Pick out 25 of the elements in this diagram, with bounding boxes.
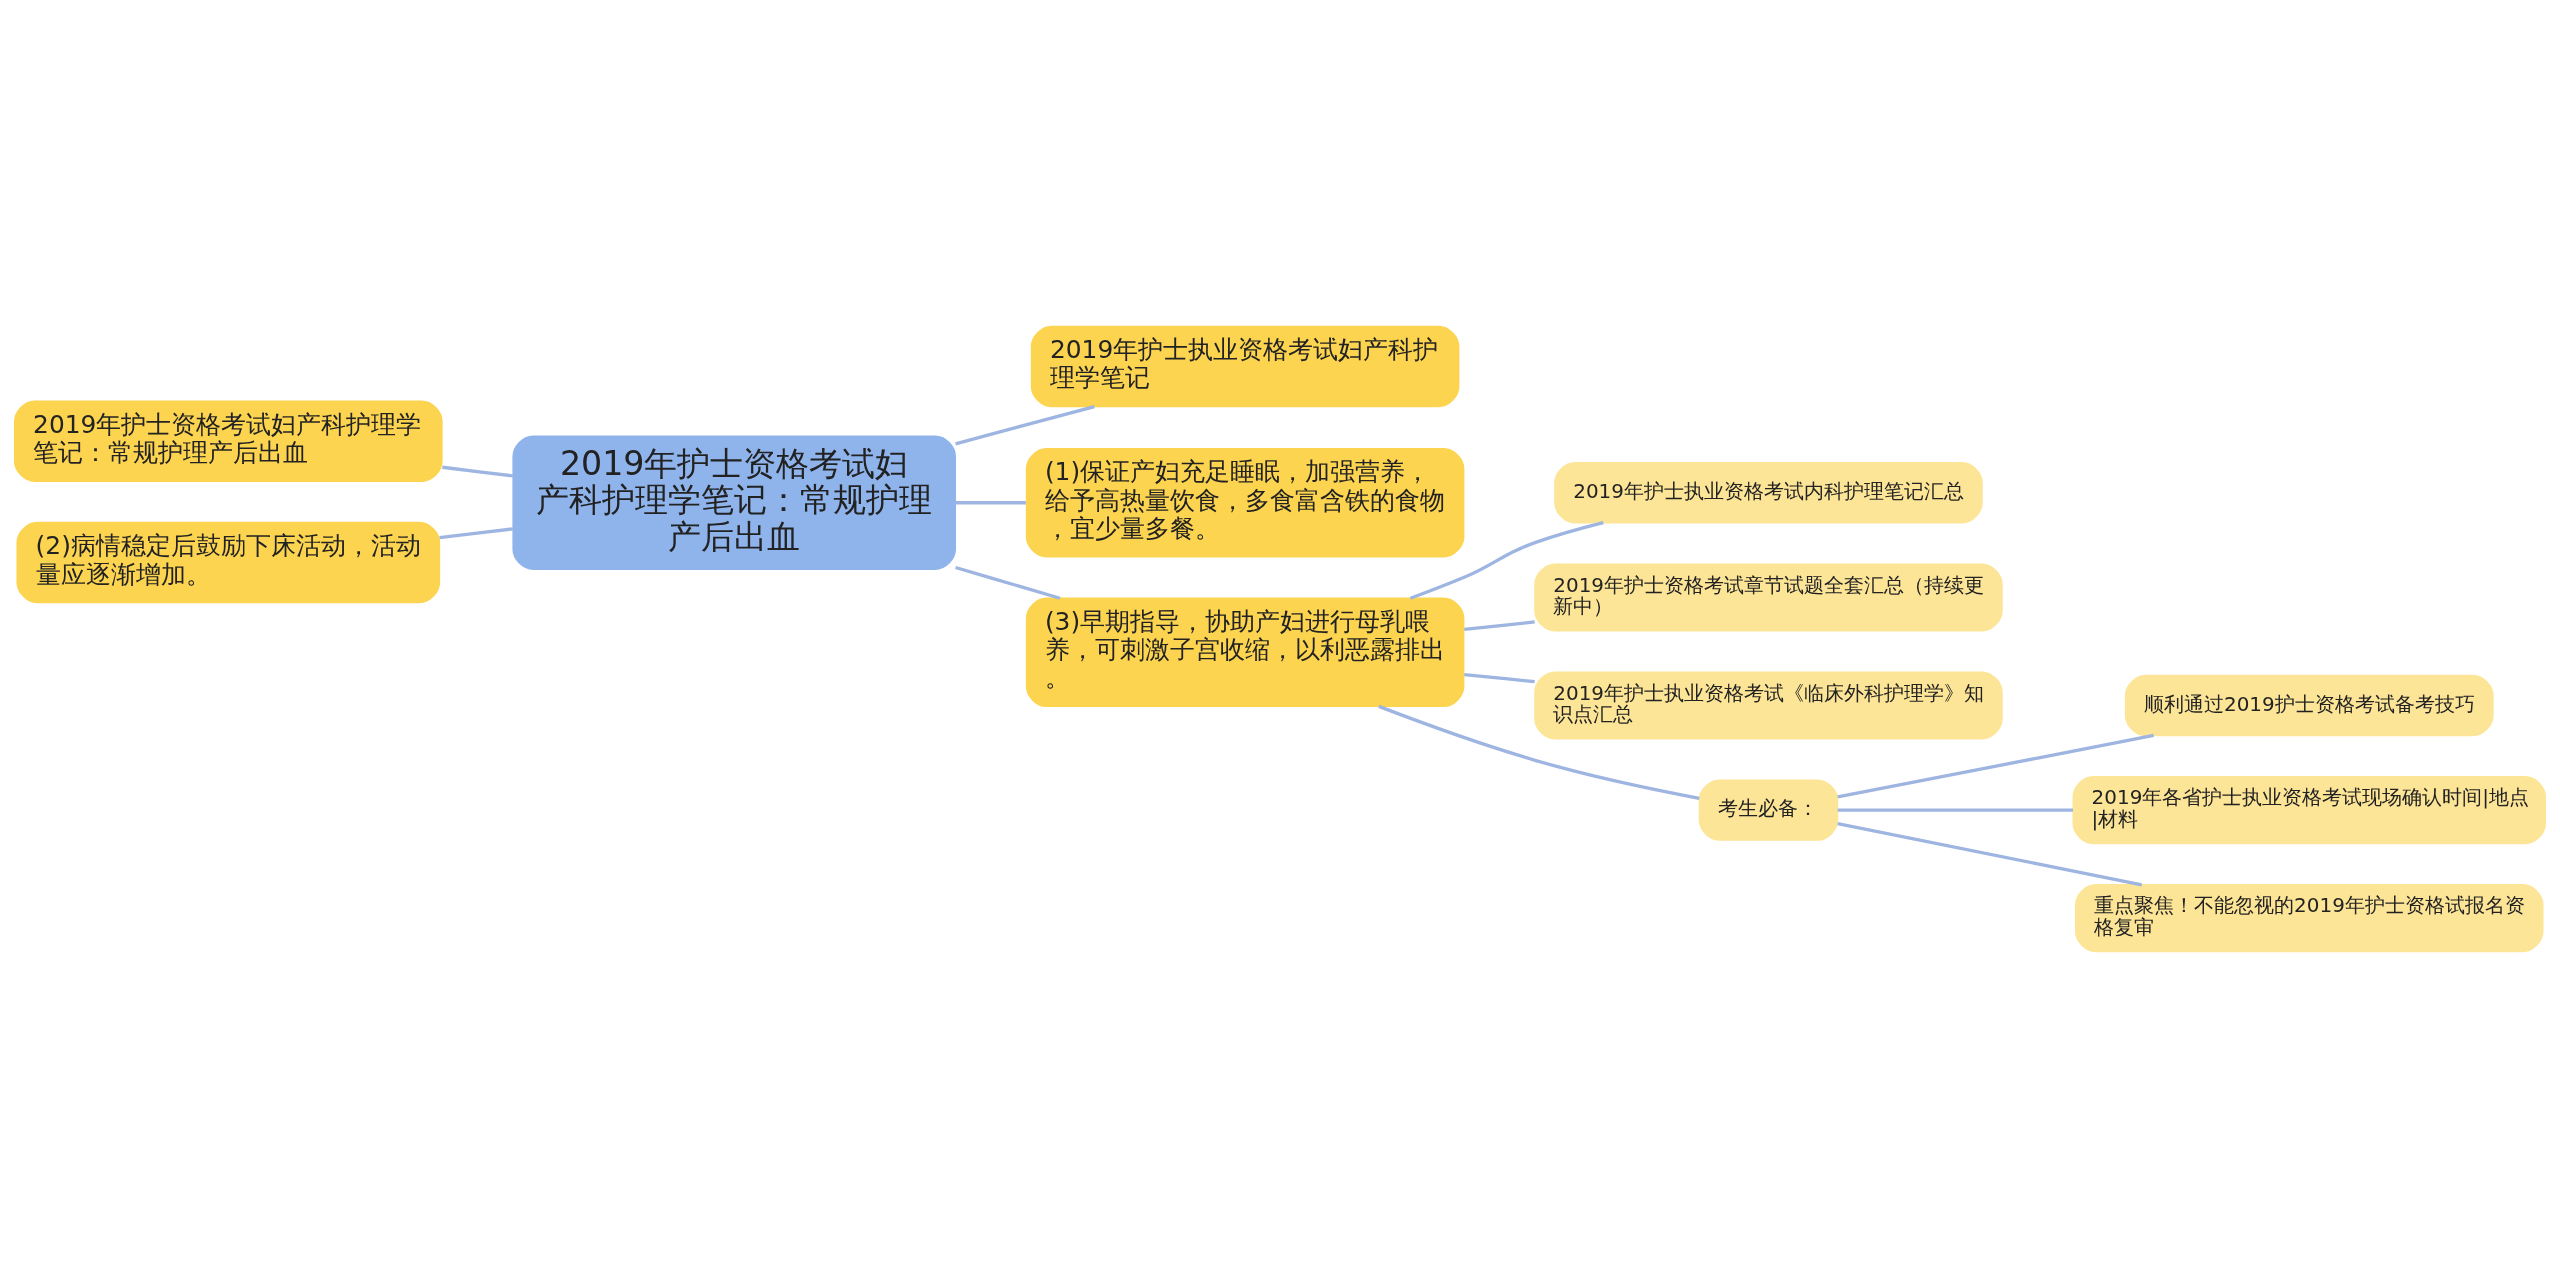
node-box: 2019年护士执业资格考试妇产科护理学笔记 <box>1030 325 1460 408</box>
connector <box>955 404 1095 446</box>
node-box: 2019年护士执业资格考试《临床外科护理学》知识点汇总 <box>1534 671 2003 740</box>
connector <box>1837 808 2073 812</box>
connector <box>1837 822 2143 887</box>
node-box: 2019年护士资格考试妇产科护理学笔记：常规护理产后出血 <box>13 400 443 482</box>
node-box: 2019年护士资格考试妇产科护理学笔记：常规护理产后出血 <box>512 435 956 571</box>
connector <box>439 527 514 540</box>
node-box: 考生必备： <box>1698 779 1839 841</box>
connector <box>1464 672 1535 684</box>
node-box: 重点聚焦！不能忽视的2019年护士资格试报名资格复审 <box>2075 884 2544 953</box>
node-box: (1)保证产妇充足睡眠，加强营养，给予高热量饮食，多食富含铁的食物，宜少量多餐。 <box>1025 447 1465 558</box>
node-box: (3)早期指导，协助产妇进行母乳喂养，可刺激子宫收缩，以利恶露排出。 <box>1025 597 1465 708</box>
node-box: 2019年各省护士执业资格考试现场确认时间|地点|材料 <box>2072 776 2547 845</box>
connector <box>1837 733 2154 799</box>
connector <box>955 501 1026 505</box>
node-box: 2019年护士资格考试章节试题全套汇总（持续更新中） <box>1534 563 2003 632</box>
node-box: (2)病情稳定后鼓励下床活动，活动量应逐渐增加。 <box>16 521 441 604</box>
connector <box>1409 521 1604 600</box>
node-box: 顺利通过2019护士资格考试备考技巧 <box>2124 674 2494 737</box>
connector <box>442 465 514 478</box>
connector <box>955 565 1061 600</box>
connector <box>1378 704 1700 800</box>
connector <box>1464 620 1535 631</box>
node-box: 2019年护士执业资格考试内科护理笔记汇总 <box>1554 462 1983 524</box>
